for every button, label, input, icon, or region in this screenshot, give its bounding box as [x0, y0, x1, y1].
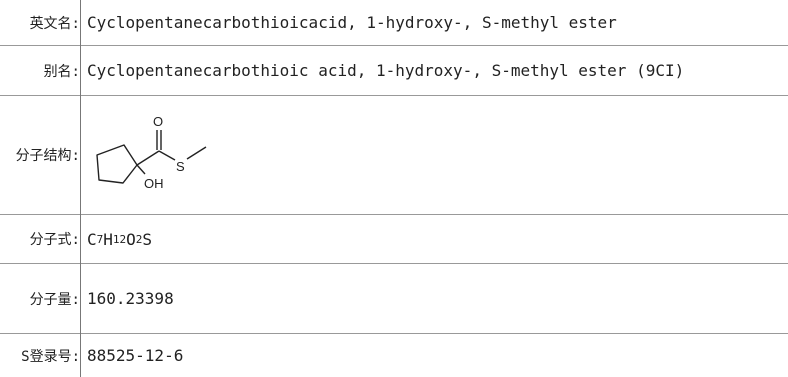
formula-h: H — [103, 229, 113, 249]
table-row-cas: S登录号: 88525-12-6 — [0, 334, 788, 377]
formula-label: 分子式: — [29, 232, 80, 248]
cas-value: 88525-12-6 — [87, 346, 184, 365]
molecule-structure-image: O S OH — [96, 114, 207, 191]
alias-value: Cyclopentanecarbothioic acid, 1-hydroxy-… — [87, 61, 685, 80]
bond-ring-carbonyl — [136, 150, 160, 166]
table-row-english-name: 英文名: Cyclopentanecarbothioicacid, 1-hydr… — [0, 0, 788, 46]
formula-c-count: 7 — [96, 232, 104, 246]
bond-s-methyl — [186, 146, 207, 160]
english-name-label: 英文名: — [29, 15, 80, 32]
mass-value: 160.23398 — [87, 289, 174, 308]
structure-value: O S OH — [87, 96, 788, 214]
structure-label: 分子结构: — [15, 148, 80, 164]
bond-c-oh — [136, 164, 146, 175]
alias-label: 别名: — [43, 63, 80, 80]
mass-label: 分子量: — [29, 291, 80, 308]
table-row-structure: 分子结构: O — [0, 96, 788, 215]
column-divider — [80, 0, 81, 377]
table-row-alias: 别名: Cyclopentanecarbothioic acid, 1-hydr… — [0, 46, 788, 96]
atom-o-label: O — [153, 114, 163, 129]
table-row-mass: 分子量: 160.23398 — [0, 264, 788, 334]
atom-oh-label: OH — [144, 176, 164, 191]
formula-c: C — [87, 229, 97, 249]
bond-c-s — [158, 150, 176, 161]
formula-s: S — [142, 229, 153, 249]
cas-label: S登录号: — [21, 348, 80, 365]
atom-s-label: S — [176, 159, 185, 174]
formula-h-count: 12 — [112, 232, 127, 246]
formula-o: O — [126, 229, 136, 249]
formula-o-count: 2 — [135, 232, 143, 246]
english-name-value: Cyclopentanecarbothioicacid, 1-hydroxy-,… — [87, 13, 617, 32]
cyclopentane-ring — [96, 144, 138, 184]
